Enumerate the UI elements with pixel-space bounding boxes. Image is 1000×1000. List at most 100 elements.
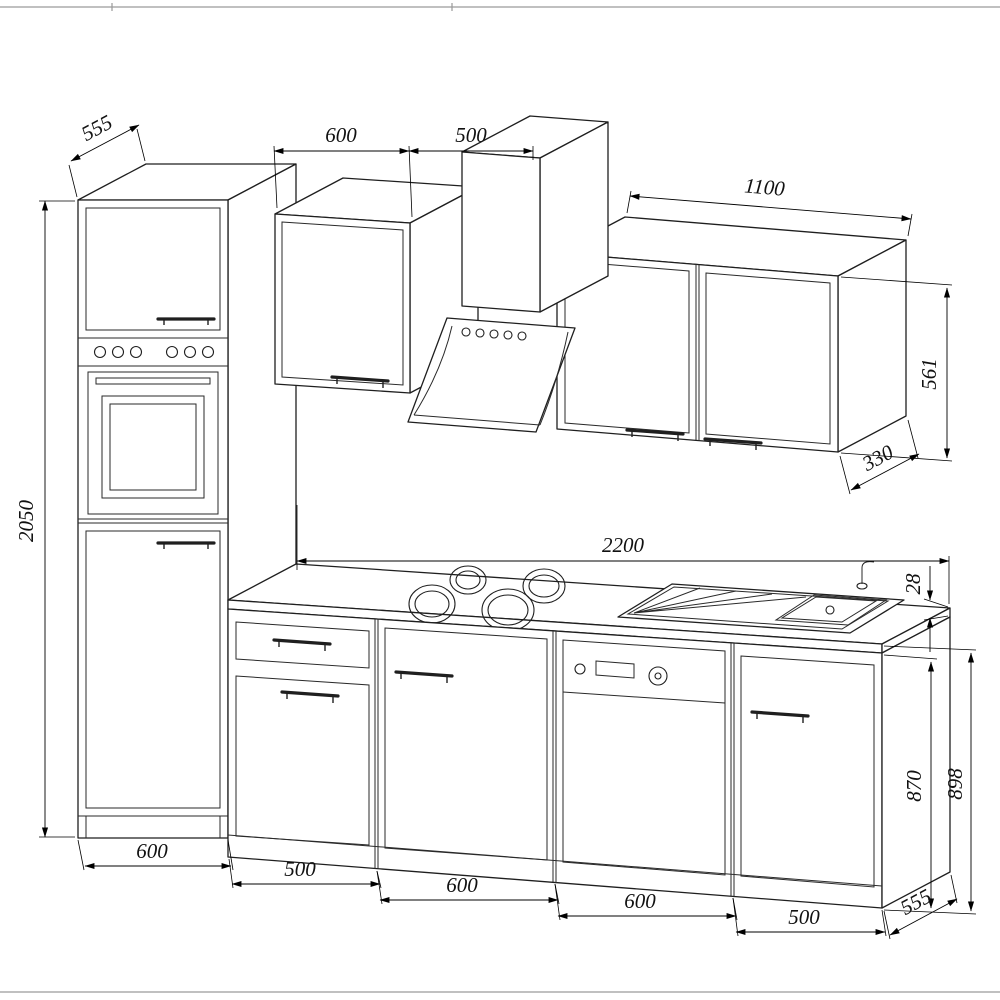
dim-wall-height-label: 561: [917, 358, 941, 390]
knob-icon: [129, 345, 143, 359]
extractor-hood: [407, 115, 609, 433]
extension-lines: [273, 145, 413, 218]
dim-worktop-thickness: 28: [901, 566, 949, 652]
dim-base-width-5-label: 500: [788, 905, 820, 929]
door-handle-mounts: [286, 693, 334, 703]
burner-icon: [522, 568, 566, 604]
oven-control-knobs: [93, 345, 215, 359]
dim-wall-depth-label: 330: [857, 440, 897, 477]
base-cabinet-500-sink-unit: [740, 655, 875, 888]
door-outline: [384, 627, 548, 861]
oven-door-outline: [87, 371, 219, 515]
dim-base-width-2: 500: [228, 857, 382, 889]
upper-door-outline: [85, 207, 221, 331]
dimension-line: [629, 193, 912, 222]
vent-hole-icon: [461, 327, 471, 337]
wall1100-left-door-outline: [564, 260, 690, 434]
dishwasher-600: [562, 639, 726, 876]
vent-hole-icon: [489, 329, 499, 339]
dim-base-width-3: 600: [376, 870, 560, 905]
knob-icon: [111, 345, 125, 359]
door-handle-mounts: [400, 673, 448, 683]
wall1100-left-handle-mounts: [631, 431, 679, 441]
extension-lines: [39, 200, 75, 838]
dim-worktop-length-label: 2200: [602, 533, 645, 557]
wall600-front-face: [274, 213, 411, 394]
page-frame: [0, 3, 1000, 993]
door-handle: [280, 690, 340, 698]
sink-bowl-outer: [774, 594, 888, 626]
dim-worktop-length: 2200: [296, 505, 950, 604]
dim-wall600-label: 600: [325, 123, 357, 147]
dim-base-width-3-label: 600: [446, 873, 478, 897]
wall600-door-outline: [281, 221, 404, 386]
hood-glass-panel: [407, 317, 576, 433]
dim-base-width-1: 600: [77, 839, 234, 871]
tall-oven-cabinet: [77, 163, 297, 839]
knob-icon: [183, 345, 197, 359]
dim-wall1100-label: 1100: [743, 173, 786, 200]
door-handle: [394, 670, 454, 678]
dishwasher-front-outline: [562, 639, 726, 876]
control-panel-lines: [78, 337, 228, 367]
hood-glass-curve-right: [539, 331, 569, 426]
dim-base-width-4-label: 600: [624, 889, 656, 913]
wall1100-front-face: [556, 252, 839, 453]
dim-base-width-2-label: 500: [284, 857, 316, 881]
dim-base-width-5: 500: [732, 897, 887, 937]
dim-base-height-label: 870: [902, 770, 926, 802]
extension-lines: [77, 839, 234, 871]
wall600-handle: [330, 375, 390, 383]
dim-total-height-label: 2050: [14, 500, 38, 543]
base-cabinet-row: [227, 608, 951, 909]
hob: [408, 565, 566, 632]
door-outline: [235, 675, 370, 846]
vent-hole-icon: [475, 328, 485, 338]
wall-cabinet-1100: [556, 216, 907, 453]
upper-door-handle-mounts: [163, 319, 209, 325]
wall1100-right-handle: [703, 437, 763, 445]
hood-glass-inner-edge: [413, 414, 541, 426]
program-knob-center: [654, 672, 662, 680]
wall1100-right-door-outline: [705, 272, 831, 445]
cabinet-divider: [374, 619, 379, 869]
drainer-grooves: [633, 587, 807, 614]
cabinet-divider: [730, 643, 735, 896]
faucet-icon: [861, 561, 875, 584]
lower-door-outline: [85, 530, 221, 809]
base-row-front-face: [227, 608, 883, 909]
wall600-handle-mounts: [336, 378, 384, 388]
base-cabinet-500-drawer: [235, 621, 370, 846]
door-outline: [740, 655, 875, 888]
wall1100-side-face: [837, 239, 907, 453]
dimension-line: [889, 898, 958, 936]
oven-window-outer: [101, 395, 205, 499]
drawer-front-outline: [235, 621, 370, 669]
dim-base-width-1-label: 600: [136, 839, 168, 863]
base-row-side-face: [881, 616, 951, 909]
sink-inner-rim: [626, 586, 890, 630]
lower-door-handle-mounts: [163, 543, 209, 549]
wall1100-left-handle: [625, 428, 685, 436]
drawer-handle-mounts: [278, 641, 326, 651]
dim-worktop-thickness-label: 28: [901, 573, 925, 595]
wall1100-door-divider: [695, 264, 700, 441]
burner-inner: [455, 570, 481, 590]
vent-hole-icon: [503, 330, 513, 340]
burner-inner: [487, 594, 529, 626]
dim-base-total-height: 898: [883, 645, 977, 915]
dimensions: 555 600 500 1100 561 330: [14, 110, 977, 940]
door-handle-mounts: [756, 713, 804, 723]
dim-hood-width: 500: [408, 123, 534, 160]
burner-inner: [528, 574, 560, 598]
vent-hole-icon: [517, 331, 527, 341]
program-knob-icon: [648, 666, 668, 686]
oven-window-inner: [109, 403, 197, 491]
sink-bowl-inner: [780, 596, 878, 623]
base-row-plinth-line: [227, 834, 883, 887]
wall1100-right-handle-mounts: [709, 440, 757, 450]
extension-lines: [839, 419, 919, 495]
dim-base-total-height-label: 898: [943, 768, 967, 800]
knob-icon: [201, 345, 215, 359]
